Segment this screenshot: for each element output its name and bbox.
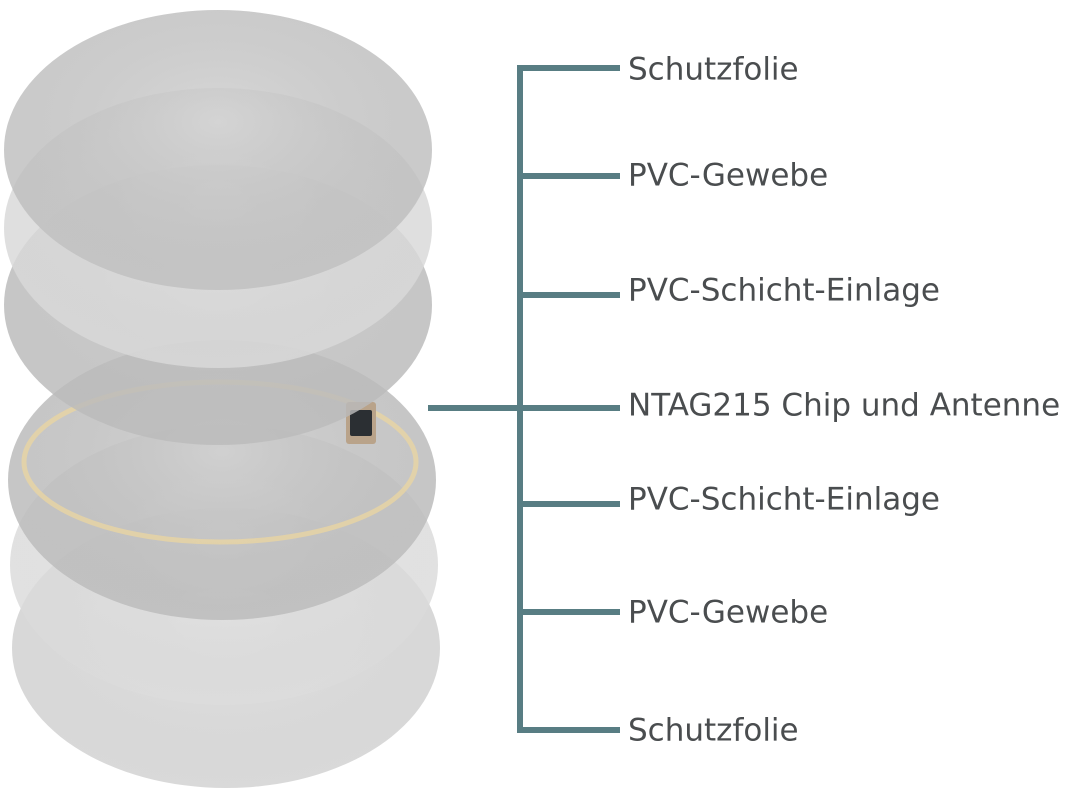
layer-label-4: NTAG215 Chip und Antenne [628, 387, 1061, 424]
layer-disc-shade [4, 10, 432, 290]
layer-label-6: PVC-Gewebe [628, 594, 829, 631]
layer-label-3: PVC-Schicht-Einlage [628, 272, 940, 309]
bracket-connector [428, 65, 620, 733]
layer-label-2: PVC-Gewebe [628, 157, 829, 194]
ntag-chip [350, 410, 372, 436]
bracket-ticks [520, 65, 620, 733]
disc-stack [4, 10, 440, 788]
layer-label-1: Schutzfolie [628, 51, 799, 88]
layer-label-5: PVC-Schicht-Einlage [628, 481, 940, 518]
layer-label-7: Schutzfolie [628, 712, 799, 749]
